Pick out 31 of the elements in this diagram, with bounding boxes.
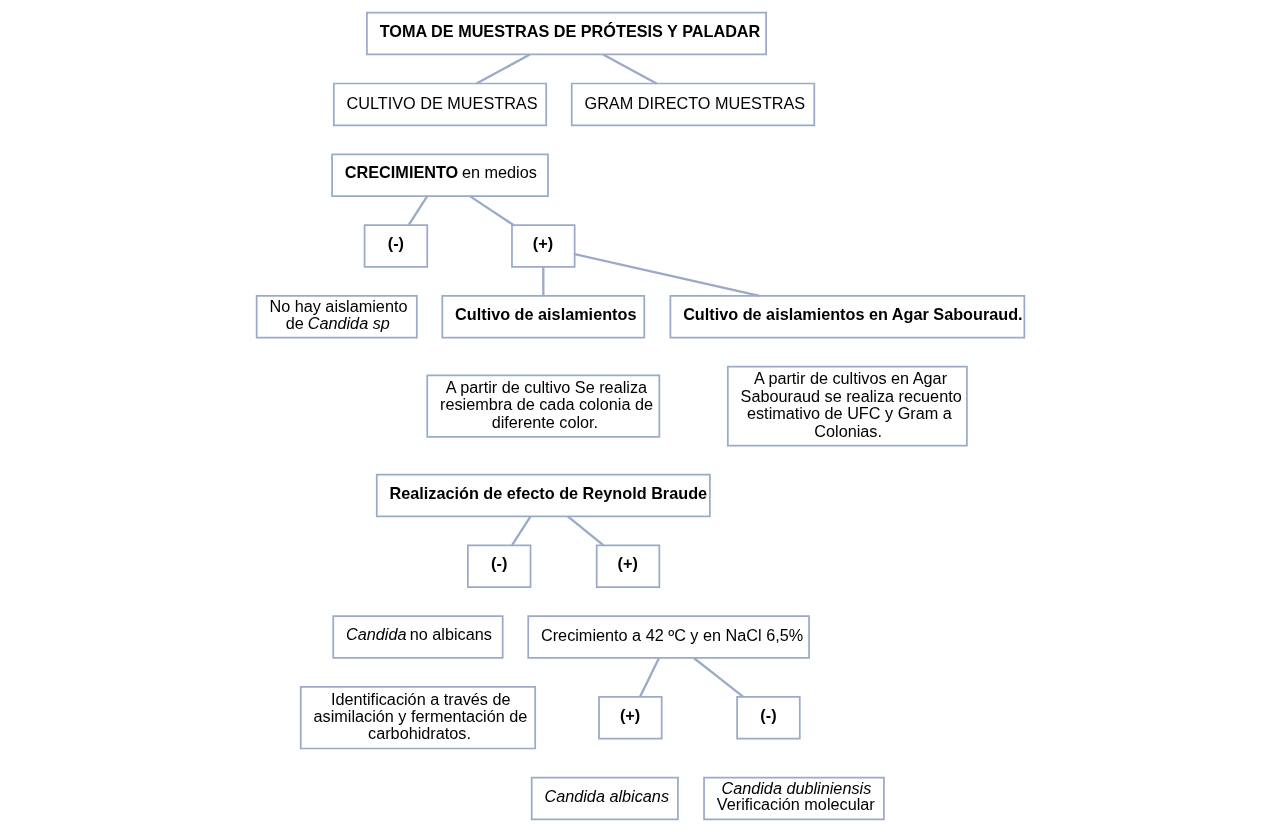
node-box: CULTIVO DE MUESTRAS <box>332 82 548 127</box>
node-box: A partir de cultivo Se realiza resiembra de cada colonia de diferente color. <box>426 374 661 438</box>
node-box: Realización de efecto de Reynold Braude <box>375 473 711 518</box>
node-box: (+) <box>595 544 661 589</box>
node-box: Cultivo de aislamientos <box>441 295 646 339</box>
node-box: Candida dubliniensis Verificación molecular <box>703 776 885 821</box>
connector <box>639 657 661 698</box>
node-box: (-) <box>736 696 801 740</box>
connector <box>693 657 744 698</box>
node-box: (+) <box>598 696 663 740</box>
connector <box>511 515 532 546</box>
node-box: Candida albicans <box>530 776 679 821</box>
node-box: GRAM DIRECTO MUESTRAS <box>570 82 816 127</box>
node-box: No hay aislamiento de Candida sp <box>255 295 418 339</box>
connector <box>574 253 760 297</box>
node-box: (-) <box>363 224 429 268</box>
node-box: (+) <box>511 224 576 268</box>
node-box: Crecimiento a 42 ºC y en NaCl 6,5% <box>527 615 810 659</box>
node-box: (-) <box>467 544 532 589</box>
node-box: Cultivo de aislamientos en Agar Sabouraud. <box>669 295 1026 339</box>
node-box: A partir de cultivos en Agar Sabouraud se realiza recuento estimativo de UFC y Gram a Colonias. <box>726 365 968 447</box>
connector <box>602 53 658 85</box>
node-box: Candida no albicans <box>332 615 504 659</box>
connector <box>567 515 605 547</box>
connector <box>475 53 531 85</box>
connector <box>542 266 545 296</box>
node-box: CRECIMIENTO en medios <box>331 153 549 197</box>
connector <box>469 195 515 226</box>
connector <box>407 195 429 226</box>
node-box: TOMA DE MUESTRAS DE PRÓTESIS Y PALADAR <box>366 11 767 56</box>
node-box: Identificación a través de asimilación y fermentación de carbohidratos. <box>299 686 537 750</box>
